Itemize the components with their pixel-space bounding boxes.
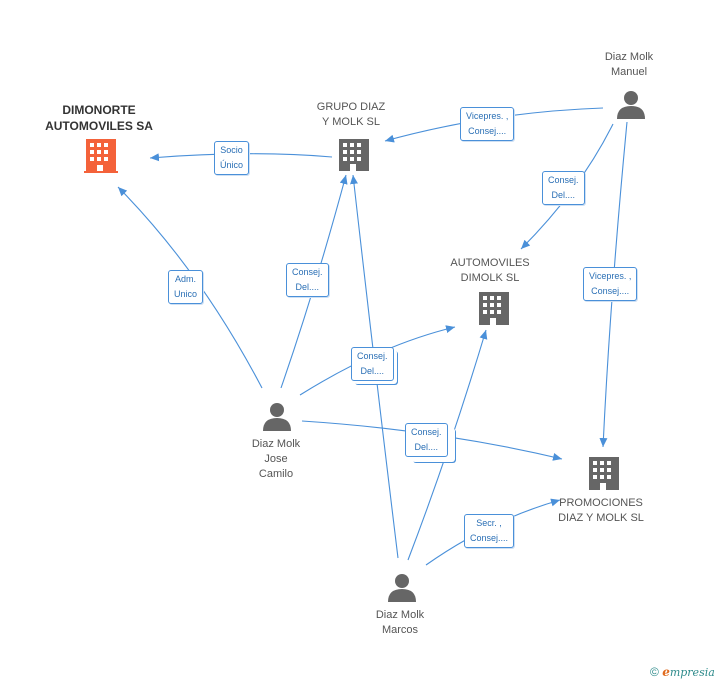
company-label-dimonorte[interactable]: DIMONORTE AUTOMOVILES SA [45, 102, 153, 134]
edge-label-adm-unico[interactable]: Adm. Unico [168, 270, 204, 304]
edge-label-line: Del.... [414, 442, 439, 452]
edge-marcos-automoviles [407, 329, 488, 561]
copyright-icon: © [650, 665, 659, 679]
edge-label-line: Consej.... [470, 533, 509, 543]
edge-label-consej-jose-promociones[interactable]: Consej. Del.... [405, 423, 448, 457]
person-label-jose[interactable]: Diaz Molk Jose Camilo [252, 437, 300, 482]
label-line: PROMOCIONES [559, 497, 643, 509]
edge-label-line: Consej. [292, 267, 323, 277]
edge-label-secr-marcos-promociones[interactable]: Secr. , Consej.... [464, 514, 515, 548]
person-icon-jose[interactable] [263, 403, 291, 431]
edge-label-line: Consej. [411, 427, 442, 437]
person-icon-marcos[interactable] [388, 574, 416, 602]
brand-rest: mpresia [669, 666, 715, 679]
edge-label-line: Del.... [551, 190, 576, 200]
empresia-logo: © empresia [650, 665, 715, 679]
edge-label-socio-unico[interactable]: Socio Único [214, 141, 250, 175]
edge-label-consej-jose-grupo[interactable]: Consej. Del.... [286, 263, 329, 297]
label-line: Manuel [610, 66, 648, 78]
label-line: Diaz Molk [375, 609, 425, 621]
label-line: Camilo [258, 468, 294, 480]
edge-label-vicepres-promociones[interactable]: Vicepres. , Consej.... [583, 267, 638, 301]
person-label-marcos[interactable]: Diaz Molk Marcos [376, 608, 424, 638]
edge-label-consej-manuel-automoviles[interactable]: Consej. Del.... [542, 171, 585, 205]
edge-label-line: Consej.... [591, 286, 630, 296]
building-icon-dimonorte[interactable] [84, 139, 118, 173]
edge-label-line: Vicepres. , [589, 271, 632, 281]
label-line: GRUPO DIAZ [316, 101, 386, 113]
label-line: DIAZ Y MOLK SL [558, 512, 644, 524]
edge-label-line: Secr. , [476, 518, 502, 528]
label-line: Jose [264, 453, 288, 465]
label-line: Diaz Molk [604, 51, 654, 63]
company-label-promociones[interactable]: PROMOCIONES DIAZ Y MOLK SL [558, 496, 644, 526]
edge-label-line: Adm. [175, 274, 197, 284]
label-line: DIMOLK SL [460, 272, 520, 284]
label-line: Diaz Molk [251, 438, 301, 450]
building-icon-automoviles[interactable] [479, 292, 509, 325]
label-line: Marcos [381, 624, 419, 636]
person-icon-manuel[interactable] [617, 91, 645, 119]
building-icon-grupo[interactable] [339, 139, 369, 171]
label-line: AUTOMOVILES SA [45, 119, 153, 133]
edge-label-line: Único [220, 160, 244, 170]
company-label-grupo[interactable]: GRUPO DIAZ Y MOLK SL [317, 100, 385, 130]
edge-label-vicepres-grupo[interactable]: Vicepres. , Consej.... [460, 107, 515, 141]
edge-label-line: Vicepres. , [466, 111, 509, 121]
label-line: AUTOMOVILES [450, 257, 530, 269]
edge-label-line: Del.... [360, 366, 385, 376]
edge-label-line: Del.... [295, 282, 320, 292]
edge-label-line: Consej. [357, 351, 388, 361]
label-line: DIMONORTE [62, 103, 136, 117]
company-label-automoviles[interactable]: AUTOMOVILES DIMOLK SL [450, 256, 529, 286]
building-icon-promociones[interactable] [589, 457, 619, 490]
edge-label-line: Consej.... [468, 126, 507, 136]
person-label-manuel[interactable]: Diaz Molk Manuel [605, 50, 653, 80]
edge-label-line: Socio [220, 145, 243, 155]
brand-e: e [662, 665, 670, 679]
edge-label-line: Consej. [548, 175, 579, 185]
edge-label-line: Unico [174, 289, 198, 299]
edge-label-consej-jose-automoviles[interactable]: Consej. Del.... [351, 347, 394, 381]
label-line: Y MOLK SL [322, 116, 380, 128]
